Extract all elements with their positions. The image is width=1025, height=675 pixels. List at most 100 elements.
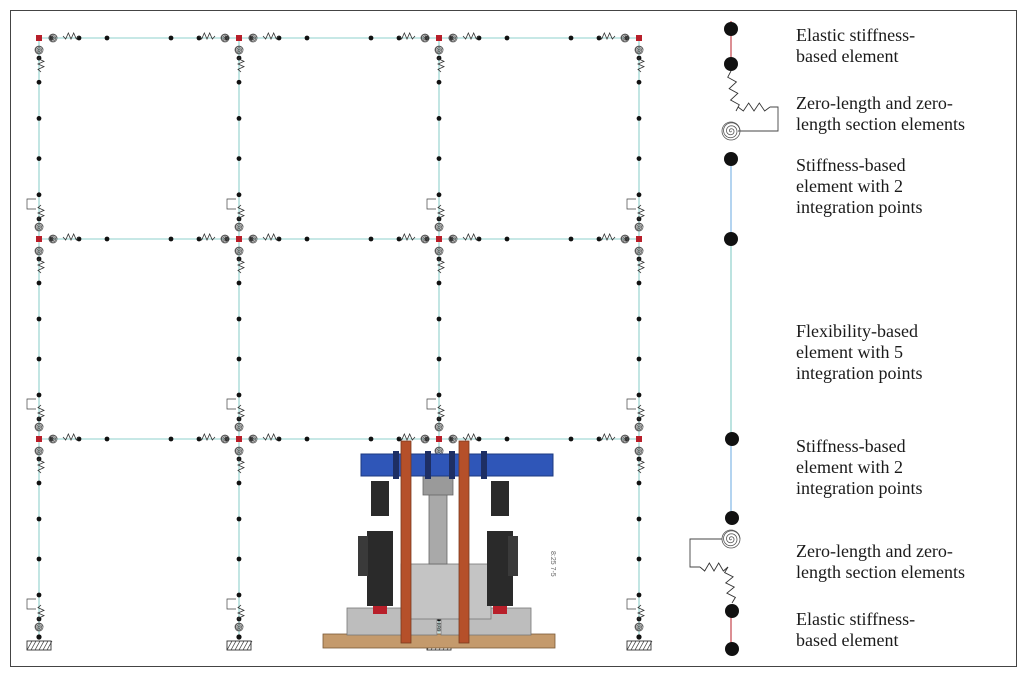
spiral-spring-icon (248, 33, 258, 43)
node-dot (724, 232, 738, 246)
node-dot (304, 436, 310, 442)
spiral-spring-icon (48, 234, 58, 244)
spiral-spring-icon (34, 622, 44, 632)
bolt-rod (481, 451, 487, 479)
joint-panel-zone (236, 436, 242, 442)
actuator-foot (373, 606, 387, 614)
node-dot (104, 236, 110, 242)
spiral-spring-icon (248, 234, 258, 244)
node-dot (725, 604, 739, 618)
spiral-spring-icon (634, 222, 644, 232)
zigzag-spring-icon (727, 70, 740, 112)
zigzag-spring-icon (37, 55, 45, 73)
node-dot (36, 592, 42, 598)
zigzag-spring-icon (398, 32, 416, 40)
legend-label-stiffness-bottom: Stiffness-based element with 2 integrati… (796, 436, 923, 498)
zigzag-spring-icon (437, 404, 445, 422)
node-dot (104, 436, 110, 442)
joint-panel-zone (436, 35, 442, 41)
node-dot (724, 57, 738, 71)
zigzag-spring-icon (62, 433, 80, 441)
legend-label-zero-length-top: Zero-length and zero- length section ele… (796, 93, 965, 134)
hatched-support-icon (26, 640, 53, 651)
spiral-spring-icon (34, 246, 44, 256)
joint-panel-zone (236, 236, 242, 242)
joint-panel-zone (636, 35, 642, 41)
node-dot (236, 316, 242, 322)
joint-panel-zone (436, 236, 442, 242)
joint-panel-zone (436, 436, 442, 442)
spiral-spring-icon (721, 121, 741, 141)
node-dot (725, 511, 739, 525)
spring-link (226, 398, 236, 410)
spring-link (738, 106, 779, 132)
node-dot (436, 280, 442, 286)
spiral-spring-icon (634, 446, 644, 456)
node-dot (36, 516, 42, 522)
zigzag-spring-icon (462, 433, 480, 441)
joint-panel-zone (36, 236, 42, 242)
node-dot (236, 116, 242, 121)
node-dot (36, 316, 42, 322)
spiral-spring-icon (634, 422, 644, 432)
zigzag-spring-icon (262, 433, 280, 441)
spiral-spring-icon (234, 446, 244, 456)
node-dot (636, 480, 642, 486)
zigzag-spring-icon (598, 32, 616, 40)
node-dot (36, 280, 42, 286)
frame-model-panel: 8:25 7-5 (10, 10, 670, 667)
actuator-upper (371, 481, 389, 516)
spiral-spring-icon (220, 434, 230, 444)
center-pedestal (400, 563, 492, 620)
spiral-spring-icon (234, 622, 244, 632)
spiral-spring-icon (248, 434, 258, 444)
zigzag-spring-icon (637, 256, 645, 274)
zigzag-spring-icon (437, 204, 445, 222)
zigzag-spring-icon (462, 32, 480, 40)
node-dot (568, 35, 574, 41)
node-dot (168, 236, 174, 242)
spiral-spring-icon (448, 33, 458, 43)
zigzag-spring-icon (237, 55, 245, 73)
joint-panel-zone (636, 236, 642, 242)
frame-model-diagram: 8:25 7-5 (26, 32, 653, 651)
zigzag-spring-icon (437, 256, 445, 274)
spring-link (226, 598, 236, 610)
spiral-spring-icon (34, 222, 44, 232)
spiral-spring-icon (34, 45, 44, 55)
spring-link (626, 598, 636, 610)
specimen-annotation: 8:25 7-5 (549, 551, 556, 577)
actuator-side-bracket (508, 536, 518, 576)
test-specimen-setup: 8:25 7-5 (322, 440, 556, 649)
spring-link (426, 198, 436, 210)
zigzag-spring-icon (237, 204, 245, 222)
node-dot (236, 480, 242, 486)
node-dot (368, 436, 374, 442)
zigzag-spring-icon (398, 233, 416, 241)
spiral-spring-icon (434, 45, 444, 55)
spiral-spring-icon (48, 33, 58, 43)
spiral-spring-icon (420, 234, 430, 244)
hatched-support-icon (226, 640, 253, 651)
node-dot (236, 280, 242, 286)
node-dot (636, 634, 642, 640)
zigzag-spring-icon (37, 604, 45, 622)
zigzag-spring-icon (598, 233, 616, 241)
spring-link (26, 398, 36, 410)
node-dot (236, 79, 242, 85)
spiral-spring-icon (434, 422, 444, 432)
node-dot (725, 642, 739, 656)
spiral-spring-icon (234, 246, 244, 256)
node-dot (436, 392, 442, 398)
node-dot (36, 79, 42, 85)
node-dot (636, 356, 642, 362)
spiral-spring-icon (620, 434, 630, 444)
node-dot (36, 156, 42, 162)
zigzag-spring-icon (198, 433, 216, 441)
zigzag-spring-icon (637, 204, 645, 222)
element-legend-panel: Elastic stiffness- based element Zero-le… (668, 10, 1017, 667)
zigzag-spring-icon (37, 204, 45, 222)
node-dot (636, 192, 642, 198)
spiral-spring-icon (634, 246, 644, 256)
node-dot (436, 79, 442, 85)
